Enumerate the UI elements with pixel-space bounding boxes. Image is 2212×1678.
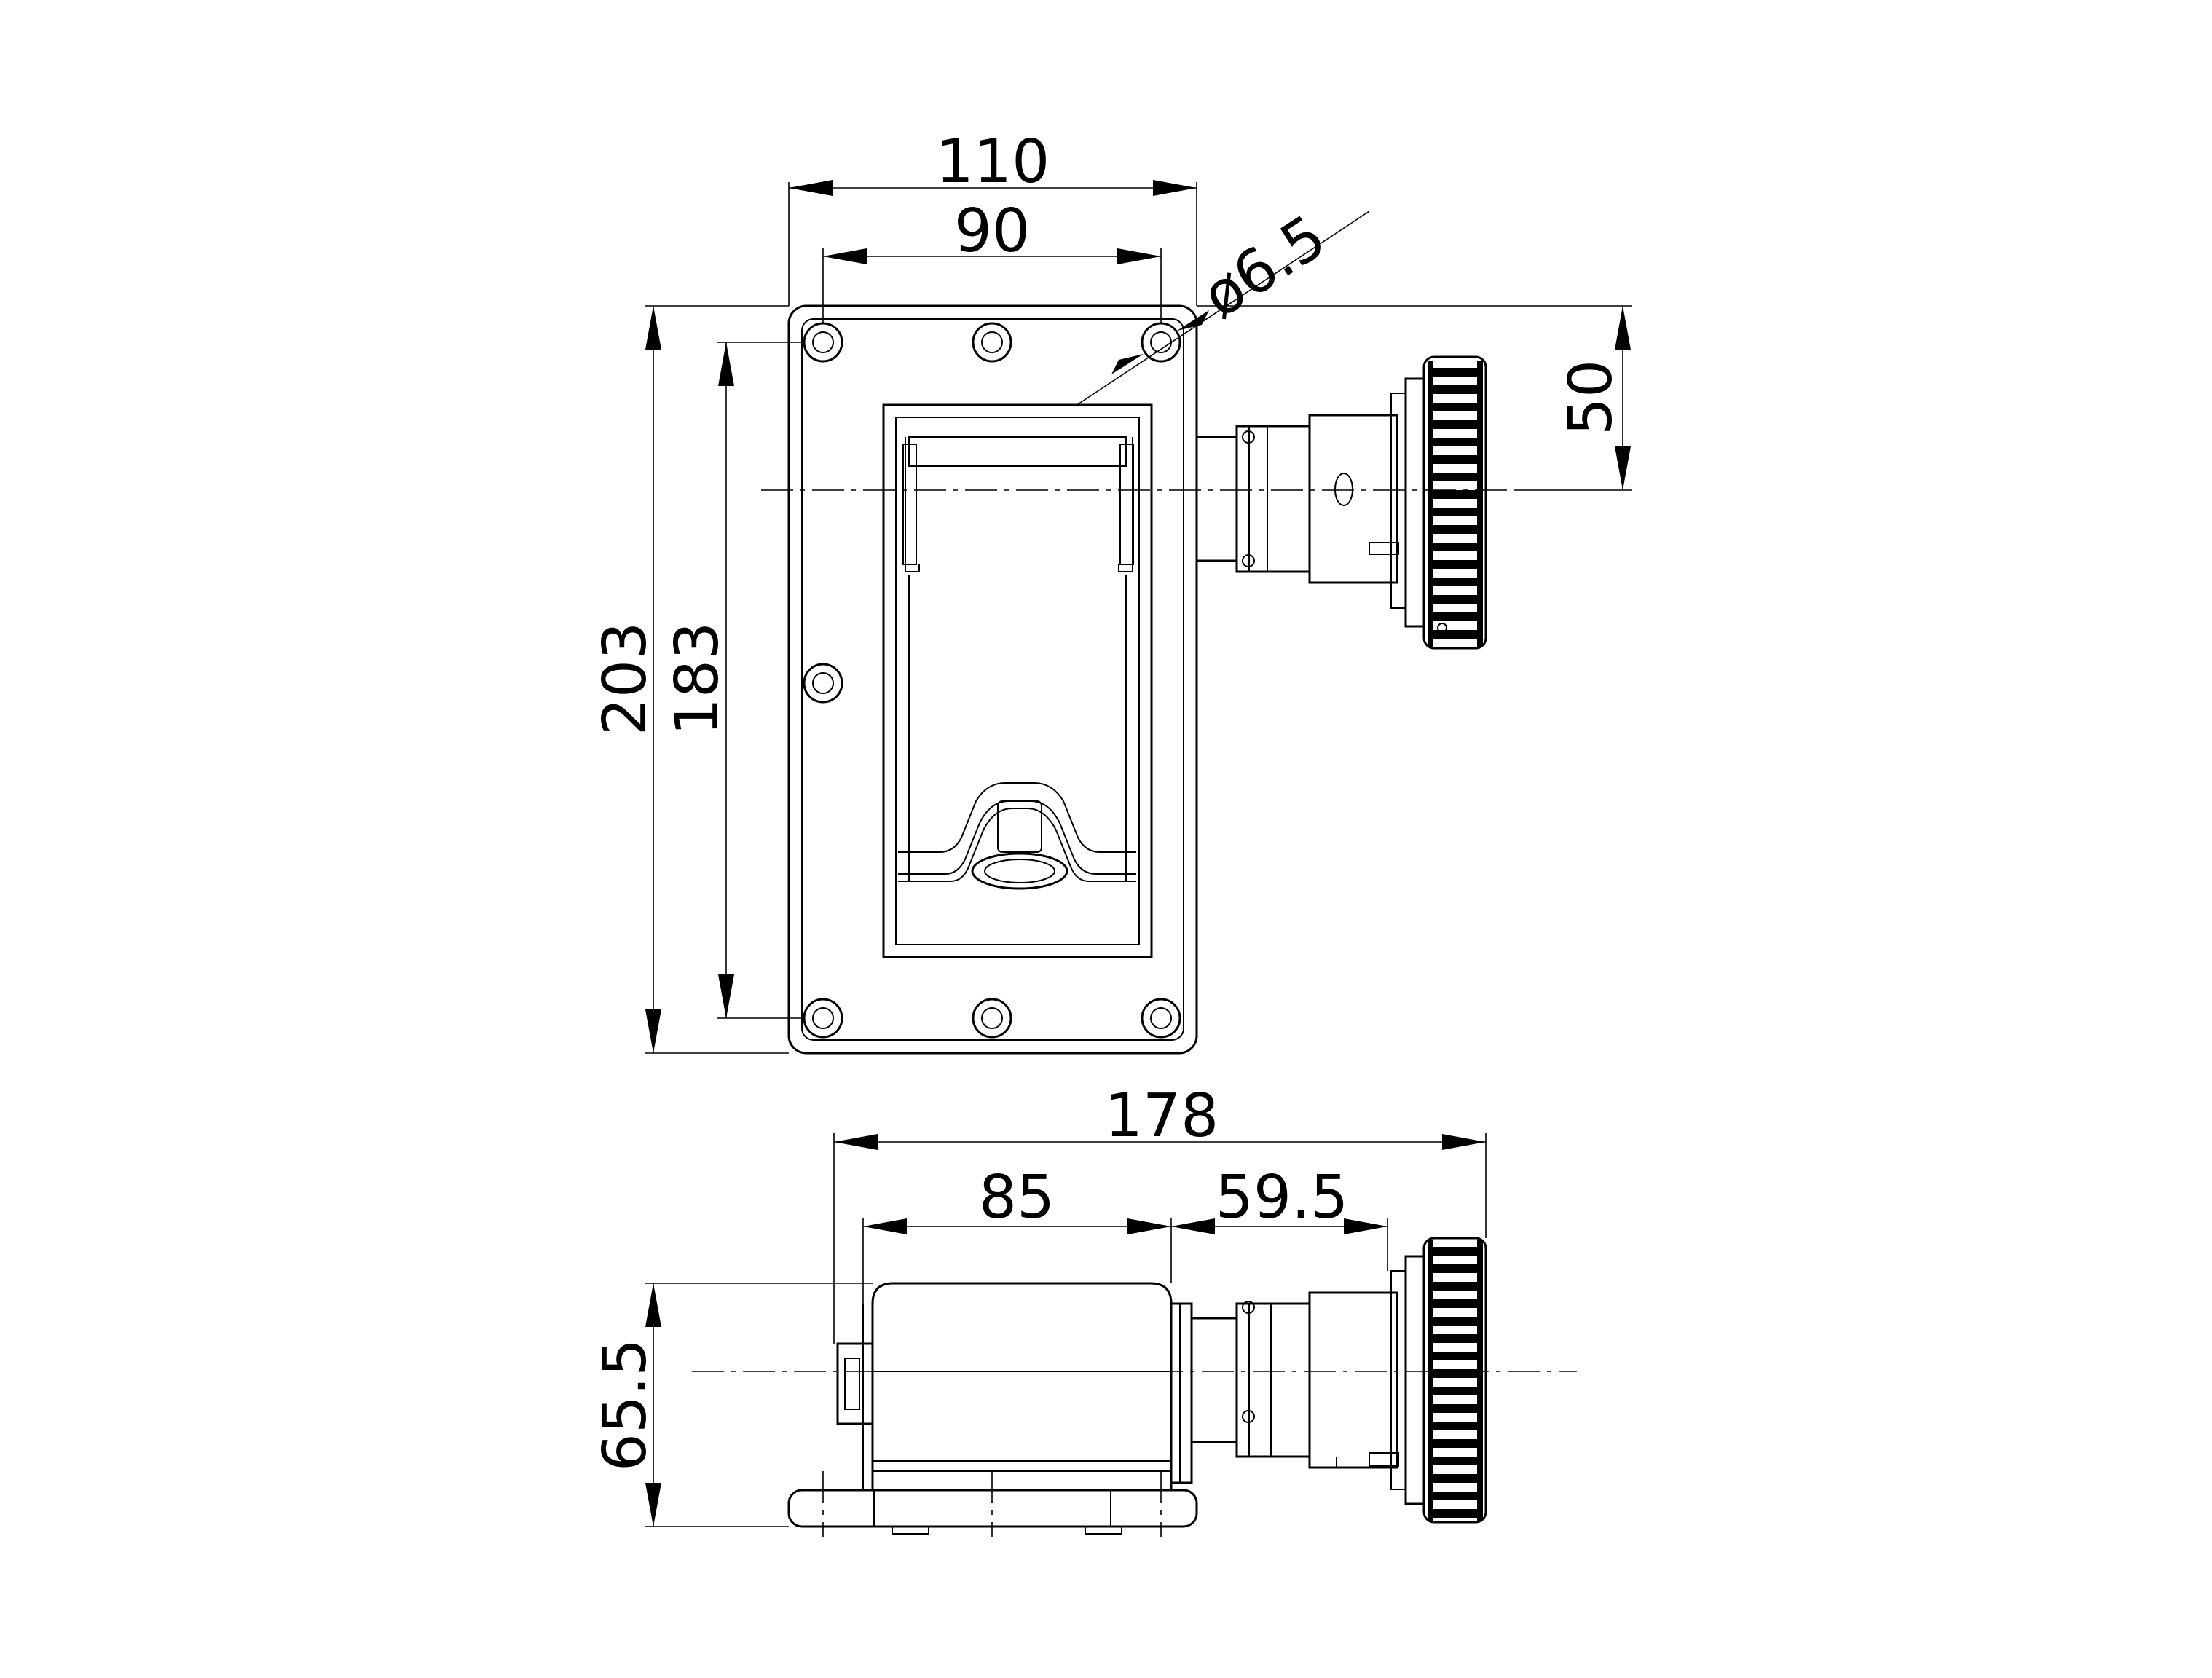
dim-85: 85 <box>979 1163 1055 1232</box>
hole-bottom-right <box>1141 998 1181 1039</box>
knurl-ridge <box>1433 508 1477 516</box>
knurl-ridge <box>1433 1439 1477 1448</box>
knurl-ridge <box>1433 438 1477 446</box>
knurl-ridge <box>1433 1352 1477 1360</box>
dim-90: 90 <box>954 197 1030 266</box>
knurl-ridge <box>1433 403 1477 411</box>
knurl-ridge <box>1433 1422 1477 1430</box>
top-view-dimensions: 110 90 ø6.5 203 183 50 <box>591 127 1632 1054</box>
knurl-ridge <box>1433 385 1477 394</box>
dim-hole-diameter: ø6.5 <box>1190 202 1338 331</box>
dim-59-5: 59.5 <box>1216 1163 1349 1232</box>
knurl-ridge <box>1433 1509 1477 1518</box>
knurled-knob-top <box>1422 355 1487 650</box>
knurl-edge <box>1428 361 1433 647</box>
side-view-dimensions: 178 85 59.5 65.5 <box>591 1082 1487 1527</box>
knurl-ridge <box>1433 368 1477 377</box>
lock-barrel <box>1195 377 1425 628</box>
knurl-edge <box>1428 1240 1433 1521</box>
knurl-ridge <box>1433 1264 1477 1273</box>
hole-top-left <box>803 322 843 363</box>
knurl-ridge <box>1433 612 1477 621</box>
hole-top-right <box>1141 322 1181 363</box>
knurl-ridge <box>1433 1492 1477 1500</box>
flange-plate-outline <box>787 304 1198 1055</box>
hole-bottom-center <box>972 998 1012 1039</box>
side-view <box>692 1237 1577 1537</box>
housing-body <box>836 1282 1193 1490</box>
top-view <box>761 304 1515 1055</box>
dim-178: 178 <box>1105 1082 1219 1151</box>
knurl-ridge <box>1433 1334 1477 1343</box>
dim-110: 110 <box>936 127 1050 197</box>
knurl-ridge <box>1433 1369 1477 1378</box>
dim-183: 183 <box>663 622 732 736</box>
mounting-holes <box>803 322 1181 1039</box>
knurl-ridge <box>1433 1387 1477 1395</box>
knurled-knob-side <box>1422 1237 1487 1524</box>
knurl-ridge <box>1433 578 1477 586</box>
knurl-ridge <box>1433 473 1477 481</box>
knurl-ridge <box>1433 560 1477 569</box>
knurl-ridge <box>1433 525 1477 534</box>
hole-top-center <box>972 322 1012 363</box>
knurl-ridge <box>1433 1282 1477 1291</box>
knurl-ridge <box>1433 420 1477 429</box>
dim-203: 203 <box>591 622 660 736</box>
lock-barrel-side <box>1190 1255 1425 1505</box>
knurl-ridge <box>1433 1474 1477 1483</box>
knurl-ridge <box>1433 595 1477 604</box>
flange-plate-inner <box>801 318 1184 1041</box>
knurl-ridge <box>1433 1247 1477 1256</box>
dim-50: 50 <box>1556 360 1626 436</box>
knurl-edge <box>1477 361 1483 647</box>
knurl-ridge <box>1433 1299 1477 1308</box>
base-plate <box>787 1489 1198 1528</box>
dim-65-5: 65.5 <box>591 1339 660 1472</box>
hole-bottom-left <box>803 998 843 1039</box>
knurl-ridge <box>1433 1317 1477 1326</box>
knurl-edge <box>1477 1240 1483 1521</box>
knurl-ridge <box>1433 455 1477 464</box>
knurl-ridge <box>1433 1457 1477 1465</box>
knurl-ridge <box>1433 490 1477 499</box>
hole-mid-left <box>803 663 843 704</box>
knurl-ridge <box>1433 543 1477 551</box>
handle-recess <box>882 403 1153 958</box>
knurl-ridge <box>1433 1404 1477 1413</box>
